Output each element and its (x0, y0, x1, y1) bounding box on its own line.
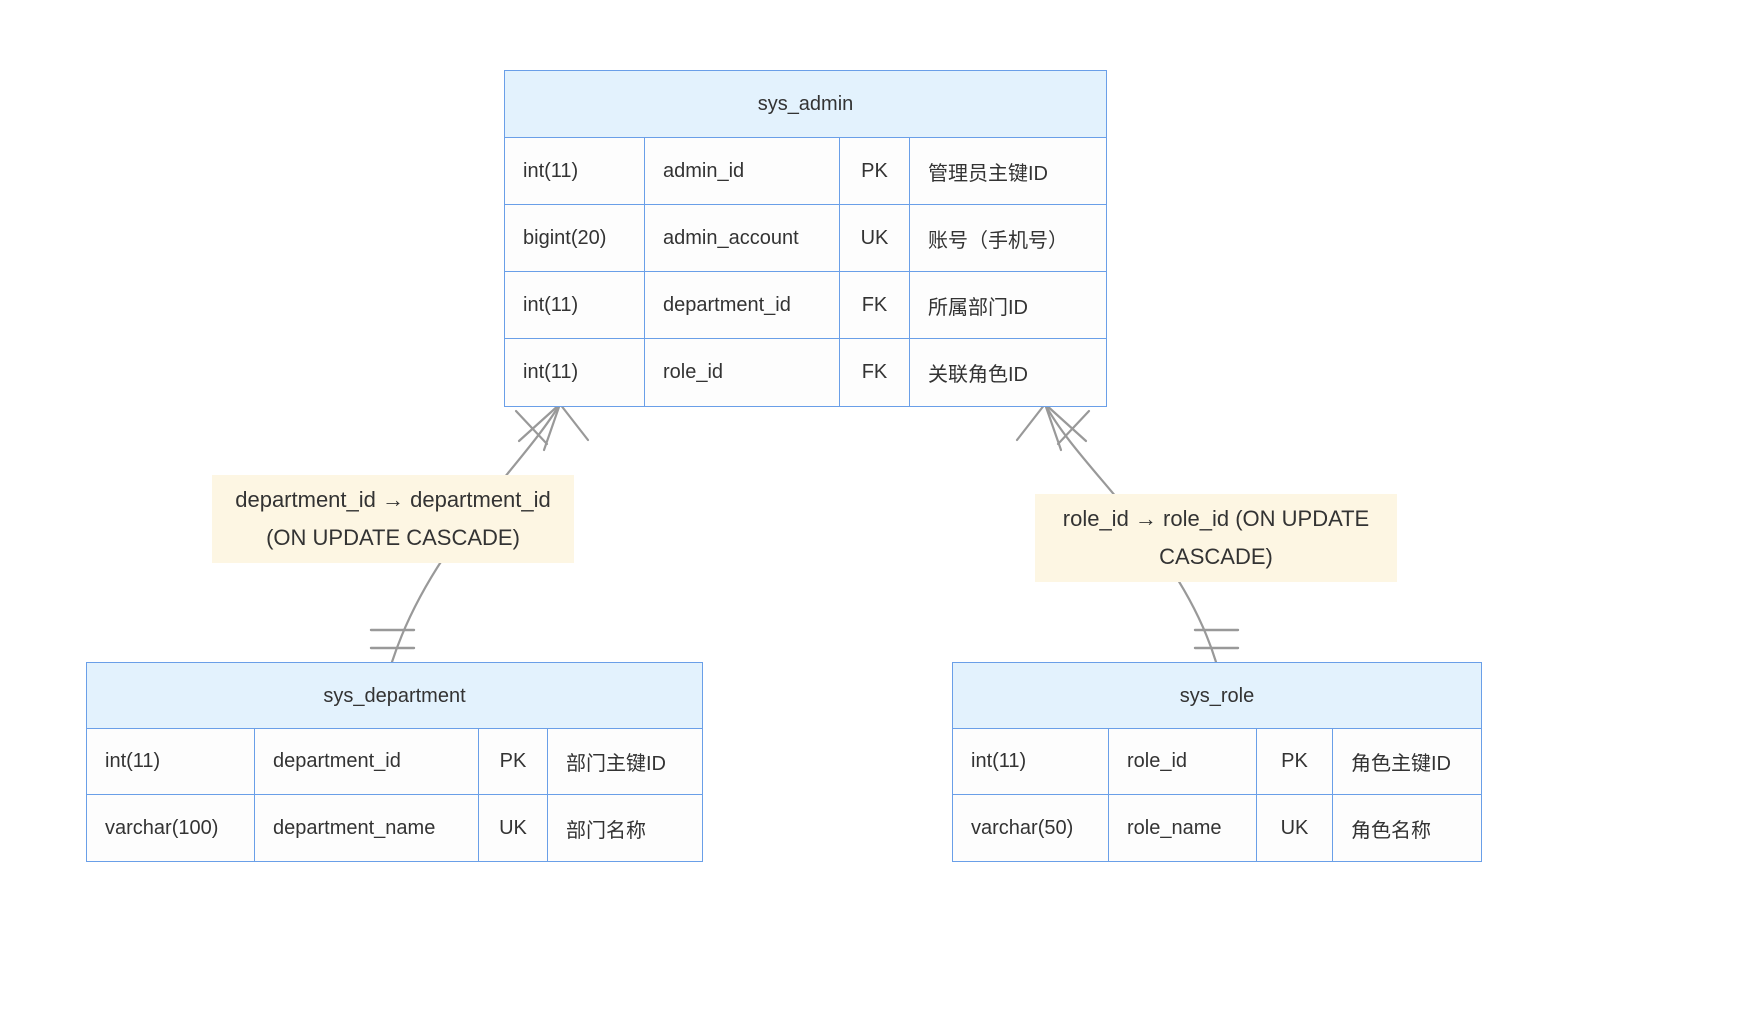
onlyone-role (1193, 628, 1240, 650)
entity-row[interactable]: int(11) role_id FK 关联角色ID (505, 339, 1106, 406)
column-comment: 账号（手机号） (928, 229, 1068, 252)
entity-row[interactable]: int(11) department_id PK 部门主键ID (87, 729, 702, 795)
column-key: UK (479, 795, 548, 861)
relationship-label-admin-role[interactable]: role_id → role_id (ON UPDATE CASCADE) (1035, 494, 1397, 582)
entity-row[interactable]: int(11) department_id FK 所属部门ID (505, 272, 1106, 339)
onlyone-department (369, 628, 416, 650)
entity-title-sys-department: sys_department (87, 663, 702, 729)
column-name: department_name (255, 795, 479, 861)
column-type: int(11) (505, 339, 645, 406)
column-type: int(11) (953, 729, 1109, 794)
entity-title-sys-admin: sys_admin (505, 71, 1106, 138)
entity-row[interactable]: int(11) role_id PK 角色主键ID (953, 729, 1481, 795)
column-key: UK (1257, 795, 1333, 861)
crowsfoot-admin-department (514, 402, 590, 452)
column-name: admin_id (645, 138, 840, 204)
entity-row[interactable]: bigint(20) admin_account UK 账号（手机号） (505, 205, 1106, 272)
column-comment: 角色主键ID (1351, 753, 1451, 775)
column-name: role_name (1109, 795, 1257, 861)
column-key: FK (840, 339, 910, 406)
column-comment: 部门主键ID (566, 753, 666, 775)
entity-title-sys-role: sys_role (953, 663, 1481, 729)
entity-sys-admin[interactable]: sys_admin int(11) admin_id PK 管理员主键ID bi… (504, 70, 1107, 407)
column-key: PK (479, 729, 548, 794)
column-comment: 管理员主键ID (928, 162, 1048, 185)
column-name: department_id (645, 272, 840, 338)
column-key: PK (1257, 729, 1333, 794)
entity-row[interactable]: varchar(100) department_name UK 部门名称 (87, 795, 702, 861)
column-type: varchar(100) (87, 795, 255, 861)
relationship-label-admin-department[interactable]: department_id → department_id (ON UPDATE… (212, 475, 574, 563)
entity-row[interactable]: varchar(50) role_name UK 角色名称 (953, 795, 1481, 861)
column-type: int(11) (505, 272, 645, 338)
column-comment: 所属部门ID (928, 296, 1028, 319)
column-key: UK (840, 205, 910, 271)
column-comment: 关联角色ID (928, 364, 1028, 386)
column-type: varchar(50) (953, 795, 1109, 861)
column-type: int(11) (505, 138, 645, 204)
column-key: PK (840, 138, 910, 204)
column-name: admin_account (645, 205, 840, 271)
column-comment: 部门名称 (566, 819, 646, 842)
column-type: int(11) (87, 729, 255, 794)
entity-sys-department[interactable]: sys_department int(11) department_id PK … (86, 662, 703, 862)
column-key: FK (840, 272, 910, 338)
entity-row[interactable]: int(11) admin_id PK 管理员主键ID (505, 138, 1106, 205)
entity-sys-role[interactable]: sys_role int(11) role_id PK 角色主键ID varch… (952, 662, 1482, 862)
column-name: role_id (645, 339, 840, 406)
column-comment: 角色名称 (1351, 819, 1431, 842)
column-name: role_id (1109, 729, 1257, 794)
column-name: department_id (255, 729, 479, 794)
column-type: bigint(20) (505, 205, 645, 271)
crowsfoot-admin-role (1015, 402, 1091, 452)
